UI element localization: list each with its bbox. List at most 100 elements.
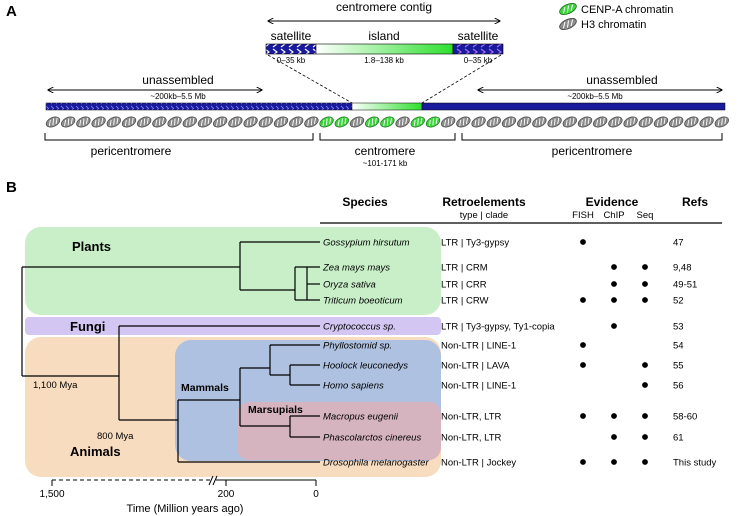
island-label: island — [368, 29, 399, 43]
h3-nucleosome — [395, 116, 410, 128]
h3-nucleosome — [167, 116, 182, 128]
seq-evidence-dot — [642, 297, 648, 303]
island-block — [315, 43, 454, 55]
satellite-right-label: satellite — [458, 29, 499, 43]
unassembled-left-bar — [45, 102, 353, 111]
seq-evidence-dot — [642, 264, 648, 270]
legend: CENP-A chromatin H3 chromatin — [559, 3, 673, 31]
time-tick-label-200: 200 — [218, 489, 235, 500]
retroelement-label: LTR | Ty3-gypsy — [441, 238, 509, 249]
fish-evidence-dot — [580, 342, 586, 348]
species-name: Gossypium hirsutum — [323, 238, 410, 249]
species-name: Oryza sativa — [323, 280, 376, 291]
cenpa-nucleosome — [319, 116, 334, 128]
chip-evidence-dot — [611, 323, 617, 329]
satellite-right-block — [452, 43, 504, 55]
h3-nucleosome — [273, 116, 289, 128]
satellite-left-block — [265, 43, 317, 55]
h3-nucleosome — [152, 116, 167, 128]
retroelement-label: LTR | Ty3-gypsy, Ty1-copia — [441, 322, 555, 333]
centromere-contig-label: centromere contig — [336, 0, 432, 14]
seq-evidence-dot — [642, 434, 648, 440]
root-node-label: 1,100 Mya — [33, 380, 78, 391]
species-name: Zea mays mays — [322, 263, 390, 274]
centromere-label: centromere — [355, 144, 416, 158]
cenpa-legend-icon — [559, 3, 577, 15]
h3-nucleosome — [547, 116, 562, 128]
table-row: Gossypium hirsutum LTR | Ty3-gypsy 47 — [323, 238, 684, 249]
fish-evidence-dot — [580, 362, 586, 368]
plants-label: Plants — [72, 239, 111, 254]
retroelement-label: LTR | CRR — [441, 280, 487, 291]
satellite-left-size: 0–35 kb — [277, 56, 306, 65]
projection-line-right — [421, 54, 502, 104]
table-row: Oryza sativa LTR | CRR 49-51 — [323, 280, 697, 291]
reference-label: 49-51 — [673, 280, 697, 291]
chromatin-row — [45, 116, 729, 128]
unassembled-right-label: unassembled — [586, 73, 657, 87]
header-evidence: Evidence — [586, 195, 639, 209]
reference-label: 53 — [673, 322, 684, 333]
unassembled-left-size: ~200kb–5.5 Mb — [150, 92, 206, 101]
table-row: Cryptococcus sp. LTR | Ty3-gypsy, Ty1-cop… — [323, 322, 684, 333]
marsupials-label: Marsupials — [248, 404, 303, 416]
h3-nucleosome — [289, 116, 304, 128]
h3-legend-icon — [559, 18, 577, 30]
h3-nucleosome — [501, 116, 517, 128]
chip-evidence-dot — [611, 434, 617, 440]
reference-label: 47 — [673, 238, 684, 249]
unassembled-right-bar — [421, 102, 726, 111]
species-name: Phyllostomid sp. — [323, 341, 392, 352]
h3-nucleosome — [182, 116, 197, 128]
h3-nucleosome — [669, 116, 684, 128]
cenpa-nucleosome — [410, 116, 425, 128]
header-seq: Seq — [637, 210, 654, 221]
reference-label: 61 — [673, 433, 684, 444]
reference-label: 52 — [673, 296, 684, 307]
h3-nucleosome — [137, 116, 152, 128]
cenpa-nucleosome — [334, 116, 349, 128]
h3-nucleosome — [243, 116, 258, 128]
seq-evidence-dot — [642, 382, 648, 388]
species-name: Macropus eugenii — [323, 412, 399, 423]
h3-nucleosome — [61, 116, 76, 128]
unassembled-left-label: unassembled — [142, 73, 213, 87]
chip-evidence-dot — [611, 459, 617, 465]
seq-evidence-dot — [642, 362, 648, 368]
h3-nucleosome — [593, 116, 608, 128]
table-row: Zea mays mays LTR | CRM 9,48 — [322, 263, 692, 274]
h3-nucleosome — [486, 116, 501, 128]
reference-label: 9,48 — [673, 263, 692, 274]
mammals-label: Mammals — [181, 382, 229, 394]
island-size: 1.8–138 kb — [364, 56, 404, 65]
time-axis-break — [208, 475, 218, 486]
retroelement-label: LTR | CRW — [441, 296, 489, 307]
chip-evidence-dot — [611, 297, 617, 303]
retroelement-label: LTR | CRM — [441, 263, 488, 274]
species-name: Triticum boeoticum — [323, 296, 403, 307]
retroelement-label: Non-LTR | LINE-1 — [441, 381, 516, 392]
time-axis-label: Time (Million years ago) — [127, 503, 244, 515]
species-name: Hoolock leuconedys — [323, 361, 408, 372]
animals-node-label: 800 Mya — [97, 431, 134, 442]
h3-nucleosome — [577, 116, 593, 128]
time-axis: 1,500 200 0 Time (Million years ago) — [39, 475, 319, 515]
reference-label: 55 — [673, 361, 684, 372]
h3-nucleosome — [76, 116, 91, 128]
reference-label: 56 — [673, 381, 684, 392]
animals-label: Animals — [70, 444, 121, 459]
phylogenetic-tree — [21, 241, 320, 463]
h3-nucleosome — [532, 116, 547, 128]
centromere-bracket — [319, 133, 456, 141]
h3-nucleosome — [684, 116, 699, 128]
h3-nucleosome — [699, 116, 714, 128]
species-name: Cryptococcus sp. — [323, 322, 396, 333]
time-tick-label-0: 0 — [313, 489, 319, 500]
header-retroelements: Retroelements — [442, 195, 526, 209]
h3-nucleosome — [714, 116, 729, 128]
reference-label: 58-60 — [673, 412, 697, 423]
